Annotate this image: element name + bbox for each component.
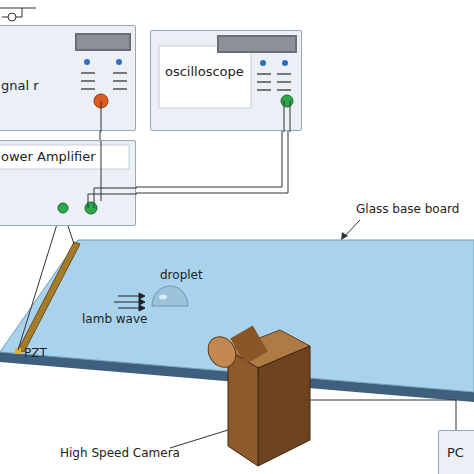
pc-box: PC: [438, 430, 474, 474]
droplet-highlight: [159, 295, 167, 300]
node-text: ower Amplifier: [1, 149, 121, 165]
supply-wire: [0, 7, 36, 8]
pzt-actuator: [18, 242, 80, 352]
camera-label: High Speed Camera: [60, 446, 180, 460]
oscilloscope-box: oscilloscope: [150, 30, 302, 131]
camera-lens-front: [203, 332, 242, 373]
leader-line: [170, 430, 228, 448]
board-label: Glass base board: [356, 202, 459, 216]
node-text: PC: [447, 445, 474, 461]
wave-label: lamb wave: [82, 312, 147, 326]
panel-controls: [151, 31, 303, 132]
supply-wire: [22, 8, 23, 17]
camera-cable: [310, 400, 456, 430]
droplet-shape: [152, 286, 188, 306]
source-symbol: [8, 13, 16, 21]
signal-cable: [100, 131, 101, 140]
wave-arrows: [114, 293, 145, 311]
power-amplifier-box: ower Amplifier: [0, 140, 136, 226]
signal-generator-box: gnal r: [0, 25, 136, 131]
arrowhead: [341, 232, 348, 240]
signal-cable: [136, 131, 288, 193]
camera-front: [228, 350, 258, 466]
node-text: gnal r: [1, 78, 41, 94]
pzt-label: PZT: [24, 346, 47, 360]
camera-side: [258, 346, 310, 466]
pzt-wire: [18, 208, 62, 350]
camera-lens: [230, 326, 268, 365]
node-text: oscilloscope: [165, 64, 245, 80]
droplet-label: droplet: [160, 268, 203, 282]
